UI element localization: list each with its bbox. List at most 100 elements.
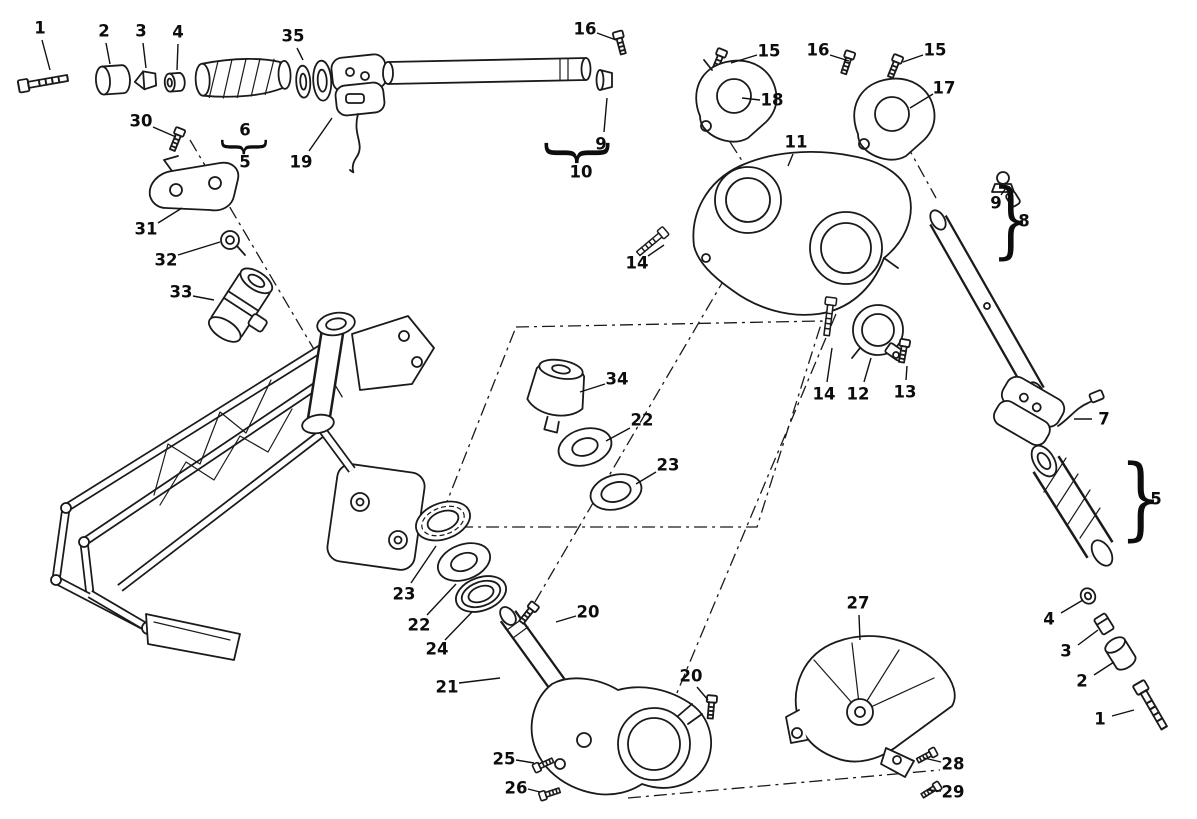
callout-34: 34 [605,369,629,389]
callout-5: 5 [239,152,251,172]
callout-1: 1 [34,18,46,38]
callout-33: 33 [169,282,193,302]
callout-27: 27 [846,593,870,613]
screw-28 [914,746,939,766]
part-bearing-23 [415,500,471,542]
leader-line-11 [787,153,794,167]
leader-line-20 [555,615,577,623]
part-switch-housing-19 [330,53,388,174]
part-top-yoke-11 [692,151,912,316]
brace-bar-end-10: } [539,136,621,170]
leader-line-13 [905,365,908,381]
part-lock-34 [526,358,586,434]
callout-15: 15 [757,41,781,61]
leader-line-14 [647,244,665,257]
callout-22: 22 [407,615,431,635]
leader-line-29 [927,789,942,792]
leader-line-2 [105,42,111,65]
leader-line-22 [605,427,631,442]
part-bar-end-9-left [595,69,613,91]
callout-28: 28 [941,754,965,774]
callout-24: 24 [425,639,449,659]
leader-line-25 [515,759,535,764]
callout-14: 14 [812,384,836,404]
leader-line-9 [1000,187,1007,196]
leader-line-24 [444,611,473,641]
leader-line-33 [192,295,215,301]
callout-22: 22 [630,410,654,430]
ignition-assembly [148,125,274,343]
callout-2: 2 [98,21,110,41]
callout-31: 31 [134,219,158,239]
part-bracket-31 [148,155,240,212]
callout-3: 3 [1060,641,1072,661]
callout-25: 25 [492,749,516,769]
callout-29: 29 [941,782,965,802]
leader-line-31 [157,207,183,224]
leader-line-27 [858,614,861,641]
callout-23: 23 [392,584,416,604]
callout-23: 23 [656,455,680,475]
part-clamp-12 [851,304,905,362]
part-cyl-3-right [1093,612,1115,636]
callout-17: 17 [932,78,956,98]
callout-9: 9 [595,134,607,154]
leader-line-30 [152,126,177,138]
part-cap-9-right [991,171,1021,208]
screw-26 [537,785,562,802]
callout-1: 1 [1094,709,1106,729]
callout-12: 12 [846,384,870,404]
leader-line-23 [410,545,437,584]
brace-grip-left-5: } [217,135,275,159]
part-seal-24 [455,575,507,613]
handlebar-right-assembly [929,171,1171,733]
part-switch-housing-7 [993,375,1066,447]
leader-line-3 [1077,629,1099,646]
callout-5: 5 [1150,489,1162,509]
callout-19: 19 [289,152,313,172]
handlebar-left-assembly [16,29,630,174]
callout-16: 16 [573,19,597,39]
callout-21: 21 [435,677,459,697]
part-spacer-2-right [1104,636,1137,671]
screw-16-top [611,29,630,56]
brace-bar-parts-8: } [991,170,1031,268]
steering-bearing-stack [415,500,507,613]
callout-35: 35 [281,26,305,46]
callout-16: 16 [806,40,830,60]
leader-line-9 [603,97,608,133]
callout-20: 20 [576,602,600,622]
screw-30 [166,125,187,153]
wire-7 [1057,399,1095,427]
part-bushing-32 [220,230,246,256]
leader-line-12 [863,357,872,383]
callout-14: 14 [625,253,649,273]
part-spacer-2-left [95,64,131,96]
leader-line-21 [458,677,501,684]
part-cone-3-left [133,70,158,91]
leader-line-15 [730,54,758,64]
part-washers-35 [295,59,333,102]
leader-line-17 [909,93,934,109]
part-ring-23-center [589,473,643,511]
callout-9: 9 [990,193,1002,213]
screw-16-right [838,49,857,76]
part-washer-22-left [437,542,491,582]
leader-line-4 [1060,599,1084,614]
callout-18: 18 [760,90,784,110]
bar-clamps [695,46,936,161]
leader-line-22 [426,583,457,616]
leader-line-2 [1093,661,1115,676]
vehicle-frame [50,311,435,661]
leader-line-23 [635,471,657,485]
connector-7 [1088,389,1105,404]
leader-line-14 [826,347,833,383]
leader-line-26 [527,788,541,793]
callout-20: 20 [679,666,703,686]
leader-line-18 [741,97,761,101]
leader-line-35 [296,47,304,61]
leader-line-3 [142,42,147,69]
leader-line-15 [902,54,924,63]
leader-line-28 [923,757,942,763]
